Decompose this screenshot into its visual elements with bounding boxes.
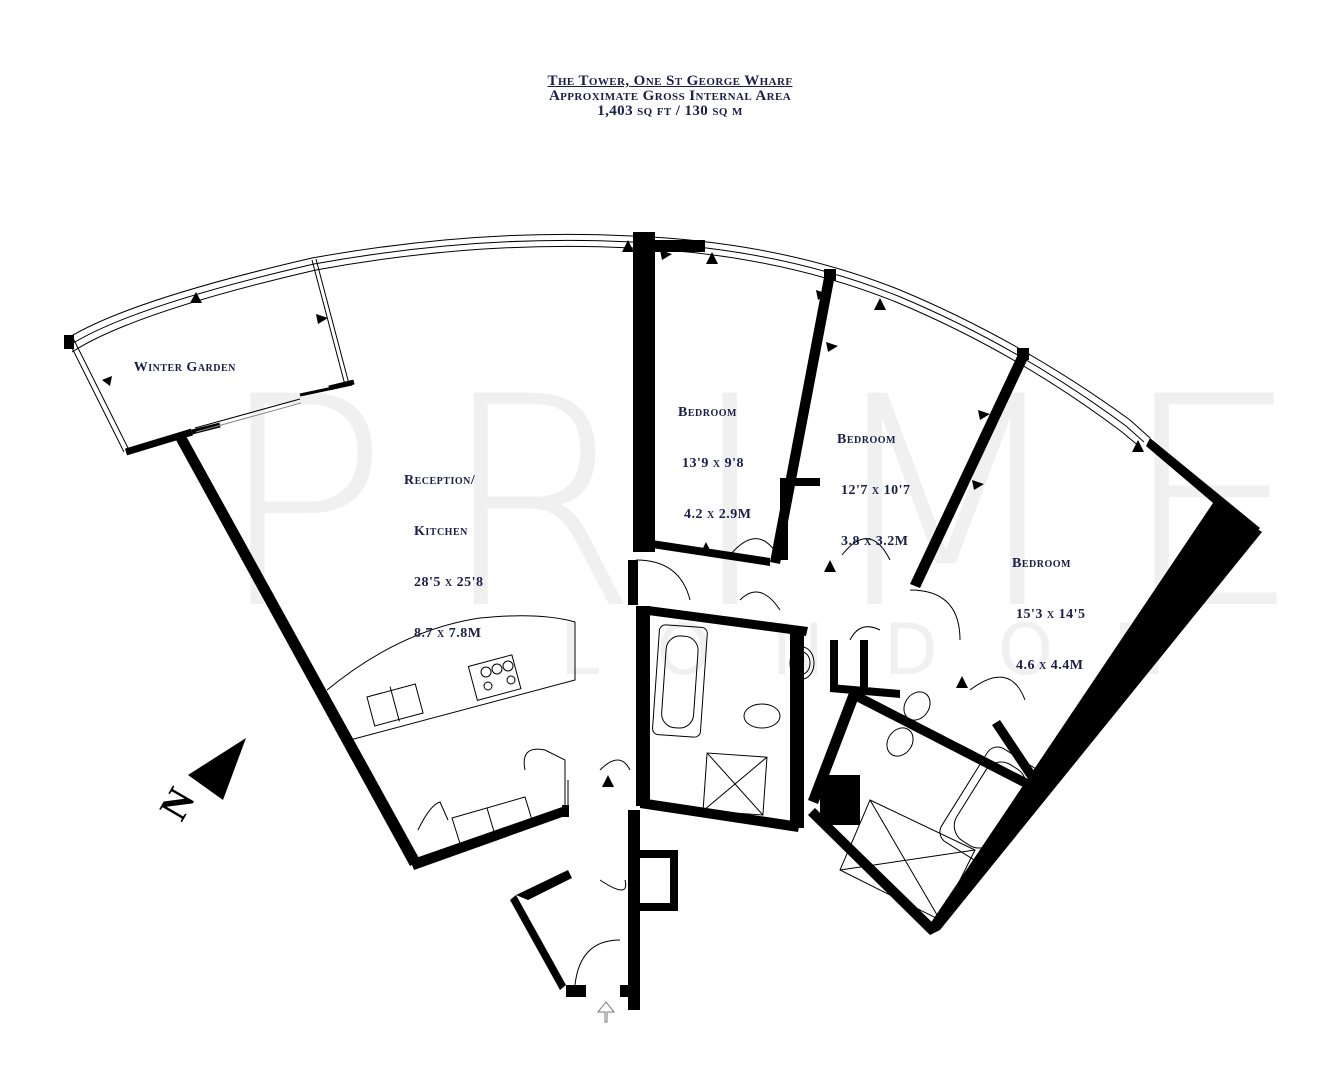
plan-area: 1,403 sq ft / 130 sq m — [597, 103, 743, 119]
plan-subtitle: Approximate Gross Internal Area — [548, 88, 792, 104]
room-dims-imperial: 13'9 x 9'8 — [682, 456, 745, 471]
room-bedroom-2: Bedroom 12'7 x 10'7 3.8 x 3.2M — [837, 397, 911, 567]
room-dims-metric: 4.2 x 2.9M — [684, 507, 752, 522]
bathroom-1-fixtures — [652, 624, 815, 816]
north-arrow-icon — [188, 738, 246, 800]
kitchen-cabinets — [417, 748, 569, 851]
bathroom-2-fixtures — [839, 691, 1041, 921]
room-dims-metric: 3.8 x 3.2M — [841, 534, 909, 549]
room-name: Winter Garden — [133, 360, 236, 375]
room-dims-metric: 8.7 x 7.8M — [414, 626, 482, 641]
plan-title: The Tower, One St George Wharf — [547, 73, 793, 89]
room-bedroom-1: Bedroom 13'9 x 9'8 4.2 x 2.9M — [678, 370, 751, 540]
kitchen-island — [326, 615, 576, 741]
entrance-arrow-icon — [596, 1001, 616, 1023]
room-winter-garden: Winter Garden — [126, 342, 236, 376]
room-name-line1: Reception/ — [404, 473, 476, 488]
room-name: Bedroom — [837, 432, 896, 447]
plan-header: The Tower, One St George Wharf Approxima… — [0, 74, 1330, 119]
room-dims-imperial: 12'7 x 10'7 — [841, 483, 911, 498]
room-bedroom-3: Bedroom 15'3 x 14'5 4.6 x 4.4M — [1012, 521, 1086, 691]
room-reception-kitchen: Reception/ Kitchen 28'5 x 25'8 8.7 x 7.8… — [404, 438, 484, 659]
doors — [574, 538, 1026, 986]
walls — [176, 232, 1262, 1010]
room-name-line2: Kitchen — [414, 524, 468, 539]
room-dims-imperial: 15'3 x 14'5 — [1016, 607, 1086, 622]
room-dims-metric: 4.6 x 4.4M — [1016, 658, 1084, 673]
winter-garden — [64, 258, 355, 456]
room-name: Bedroom — [1012, 556, 1071, 571]
room-dims-imperial: 28'5 x 25'8 — [414, 575, 484, 590]
window-markers — [102, 240, 1168, 787]
room-name: Bedroom — [678, 405, 737, 420]
